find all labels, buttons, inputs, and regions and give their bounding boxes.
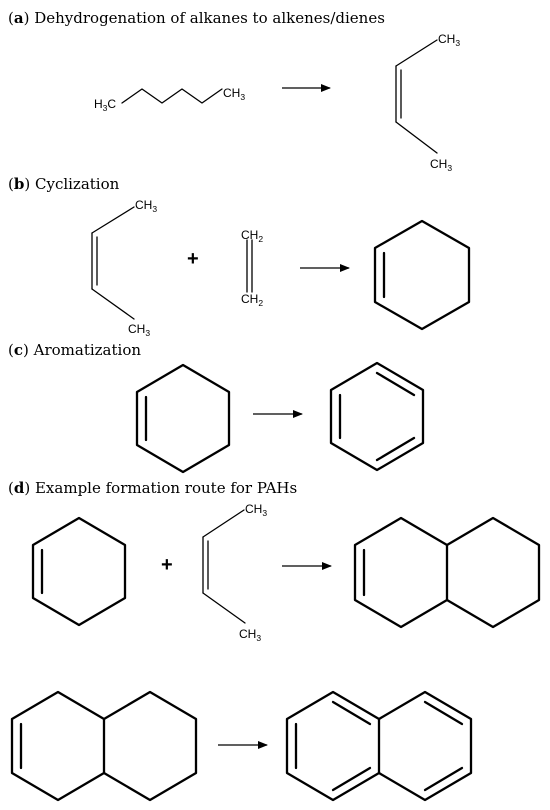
double-bond-line: [375, 436, 416, 462]
left-ring: [285, 690, 381, 802]
ch3-label: CH3: [239, 627, 261, 643]
cyclohexene-ring: [135, 363, 231, 474]
left-ring: [353, 516, 449, 629]
bond: [395, 121, 438, 154]
cyclohexene-ring: [373, 219, 471, 331]
panel-b-heading: (b) Cyclization: [8, 175, 120, 193]
bond: [202, 592, 246, 624]
ch3-label: CH3: [438, 32, 460, 48]
double-bond-line: [375, 371, 416, 397]
cis-2-butene-molecule: CH3 CH3: [202, 502, 267, 643]
hexane-molecule: H3C CH3: [94, 86, 245, 113]
panel-a-heading: (a) Dehydrogenation of alkanes to alkene…: [8, 9, 385, 27]
naphthalene-molecule: [285, 690, 473, 802]
plus-sign: +: [161, 554, 173, 576]
panel-d-heading: (d) Example formation route for PAHs: [8, 479, 297, 497]
ch2-label: CH2: [241, 292, 263, 308]
bond: [91, 288, 135, 320]
ch3-label: CH3: [223, 86, 245, 102]
h3c-label: H3C: [94, 97, 116, 113]
double-bond-line: [331, 766, 372, 792]
octahydronaphthalene-molecule: [353, 516, 541, 629]
cyclohexene-molecule: [31, 516, 127, 627]
double-bond-line: [331, 700, 372, 726]
right-ring: [377, 690, 473, 802]
right-ring: [445, 516, 541, 629]
left-ring: [10, 690, 106, 802]
panel-c-heading: (c) Aromatization: [8, 341, 141, 359]
cis-2-butene-molecule: CH3 CH3: [395, 32, 460, 173]
right-ring: [102, 690, 198, 802]
ethylene-molecule: CH2 CH2: [241, 228, 263, 308]
bond: [395, 39, 438, 67]
cyclohexene-molecule: [373, 219, 471, 331]
benzene-molecule: [329, 361, 425, 472]
ch3-label: CH3: [135, 198, 157, 214]
double-bond-line: [423, 700, 464, 726]
hexane-chain-bonds: [121, 88, 223, 104]
benzene-ring: [329, 361, 425, 472]
ch2-label: CH2: [241, 228, 263, 244]
octahydronaphthalene-molecule: [10, 690, 198, 802]
ch3-label: CH3: [245, 502, 267, 518]
bond: [91, 206, 135, 234]
cyclohexene-ring: [31, 516, 127, 627]
bond: [202, 509, 245, 538]
plus-sign: +: [187, 248, 199, 270]
cis-2-butene-molecule: CH3 CH3: [91, 198, 157, 338]
double-bond-line: [423, 766, 464, 792]
ch3-label: CH3: [430, 157, 452, 173]
ch3-label: CH3: [128, 322, 150, 338]
cyclohexene-molecule: [135, 363, 231, 474]
